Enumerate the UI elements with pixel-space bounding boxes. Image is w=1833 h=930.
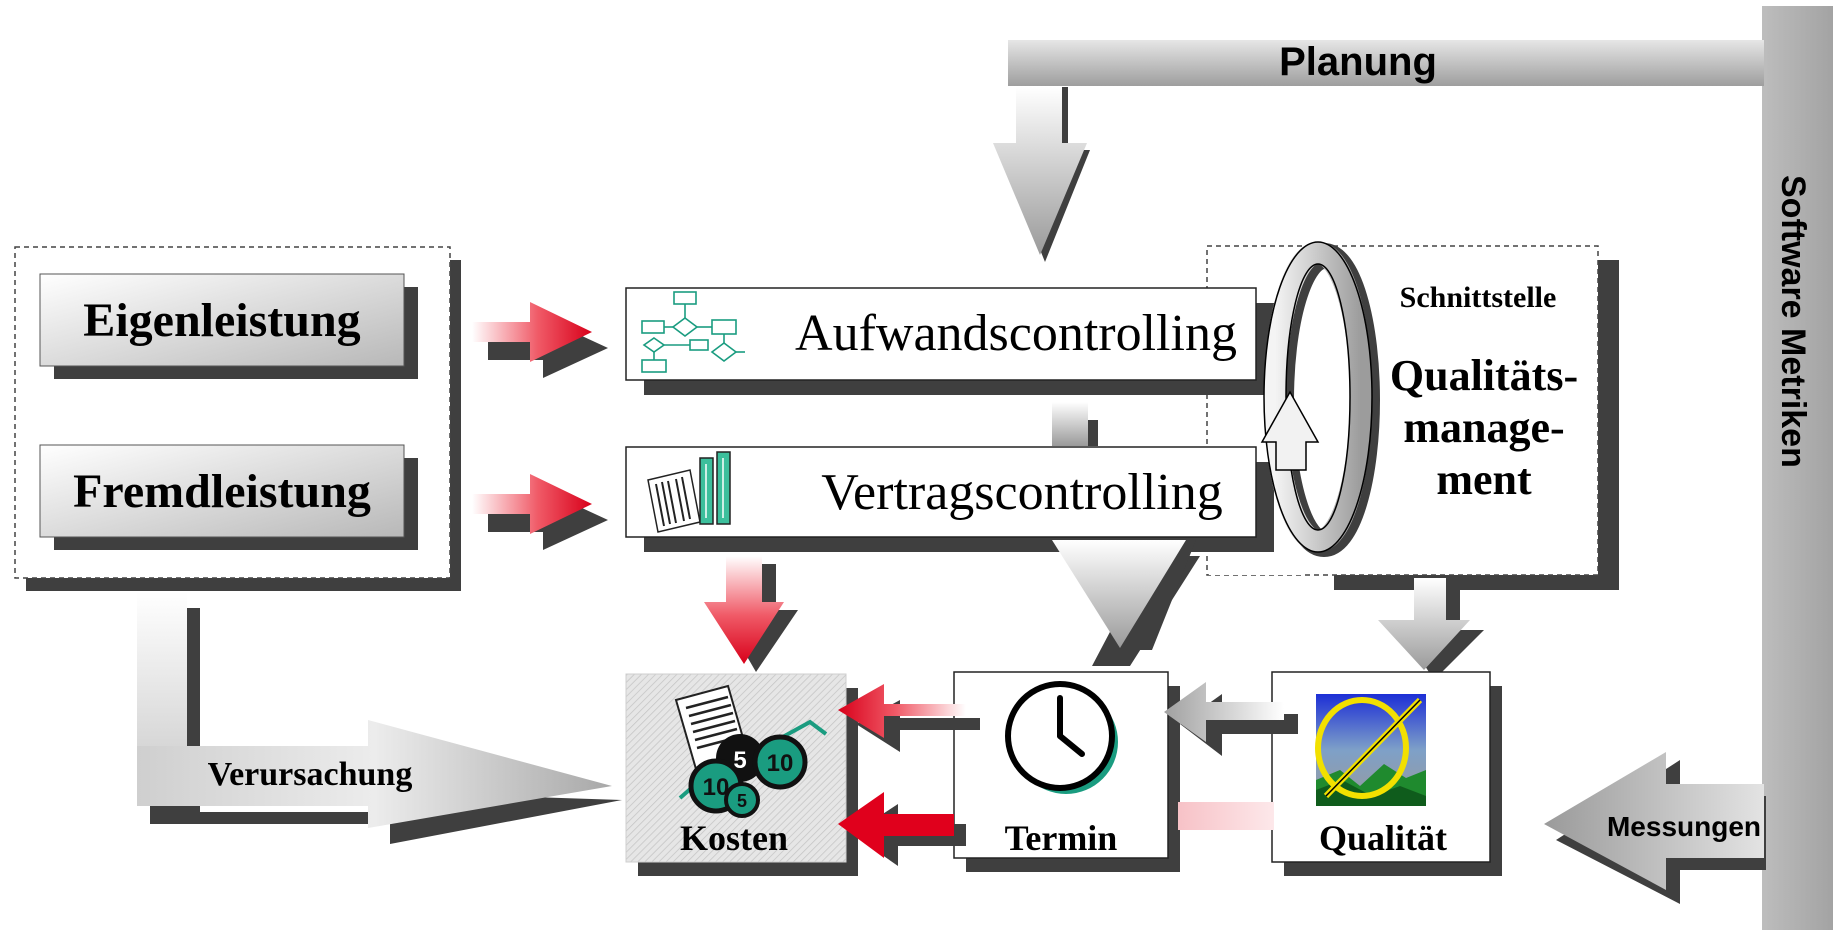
schedule-down-arrow — [1052, 540, 1186, 648]
own-work-arrow — [472, 302, 592, 362]
money-icon: 5 10 10 5 — [674, 684, 828, 818]
schedule-to-cost-arrow — [838, 684, 966, 738]
sidebar-title: Software Metriken — [1774, 175, 1812, 468]
planning-down-arrow — [993, 87, 1087, 255]
planning-label: Planung — [1279, 40, 1437, 84]
cost-box: 5 10 10 5 Kosten — [625, 673, 858, 876]
external-work-label: Fremdleistung — [73, 465, 371, 518]
coin-label: 5 — [737, 791, 747, 811]
own-work-label: Eigenleistung — [83, 294, 360, 347]
quality-to-schedule-arrow — [1164, 682, 1284, 742]
work-sources-group: Eigenleistung Fremdleistung — [14, 246, 461, 591]
quality-label: Qualität — [1319, 818, 1447, 858]
contract-controlling-label: Vertragscontrolling — [821, 464, 1222, 521]
clock-icon — [1005, 681, 1118, 794]
schedule-label: Termin — [1005, 818, 1118, 858]
qm-title-line3: ment — [1436, 455, 1532, 504]
cost-down-arrow — [704, 556, 784, 664]
qm-title-line2: manage- — [1403, 403, 1564, 452]
external-work-box — [39, 444, 405, 538]
outcome-arrows — [838, 682, 1298, 866]
contract-to-cost-arrow — [704, 556, 798, 672]
coin-label: 5 — [733, 747, 746, 774]
qm-to-quality-arrow — [1378, 578, 1484, 680]
cycle-arrow-icon — [1260, 241, 1380, 557]
interface-heading: Schnittstelle — [1400, 281, 1557, 314]
measurements-label: Messungen — [1607, 811, 1761, 842]
causation-vertical — [137, 592, 187, 776]
planning-flow: Planung — [993, 40, 1764, 262]
quality-schedule-link — [1178, 802, 1274, 830]
contract-controlling-box — [625, 446, 1257, 538]
connector-segment — [1052, 402, 1088, 446]
qm-title-line1: Qualitäts- — [1390, 351, 1578, 400]
controlling-boxes: Aufwandscontrolling Vertragscontrolling — [625, 287, 1274, 552]
measurements-arrow-body — [1544, 752, 1764, 890]
metrics-sidebar: Software Metriken — [1762, 6, 1833, 930]
schedule-box: Termin — [953, 671, 1180, 872]
cost-label: Kosten — [680, 818, 788, 858]
own-work-box — [39, 273, 405, 367]
quality-box: Qualität — [1271, 671, 1502, 876]
sidebar-bar — [1762, 6, 1833, 930]
causation-horizontal — [137, 720, 612, 828]
effort-controlling-label: Aufwandscontrolling — [795, 305, 1237, 362]
controlling-to-schedule-arrow — [1052, 402, 1204, 666]
coin-label: 10 — [767, 750, 794, 777]
source-arrows — [472, 302, 608, 550]
connector-segment-shadow — [1088, 420, 1098, 446]
documents-icon — [647, 451, 731, 533]
quality-down-arrow — [1378, 578, 1470, 670]
causation-label: Verursachung — [208, 756, 413, 793]
flowchart-icon — [641, 291, 745, 373]
quality-chart-icon — [1315, 694, 1426, 806]
planning-bar — [1008, 40, 1764, 86]
causation-arrow: Verursachung — [137, 592, 622, 844]
external-work-arrow — [472, 474, 592, 534]
schedule-to-cost-arrow-lower — [838, 792, 954, 858]
measurements-arrow: Messungen — [1544, 752, 1766, 904]
